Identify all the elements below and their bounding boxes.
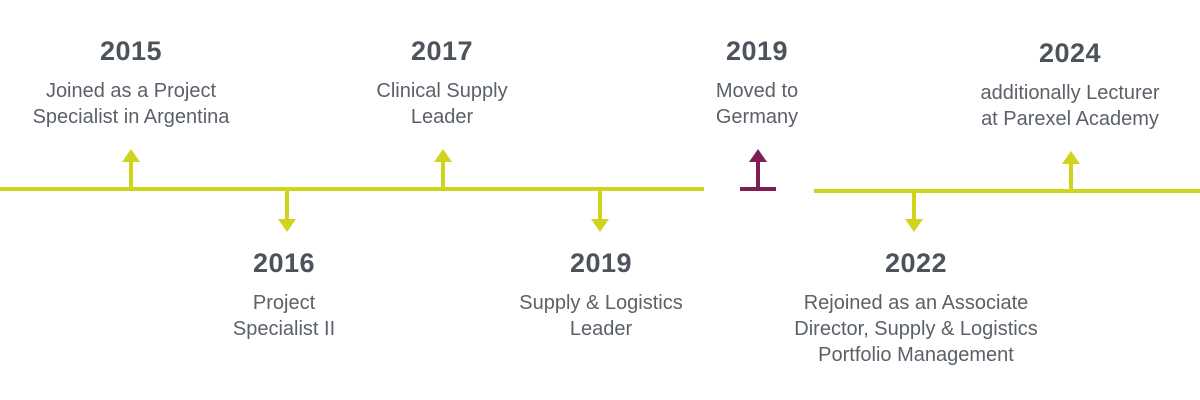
down-arrow-icon xyxy=(905,191,923,232)
event-year: 2022 xyxy=(884,248,948,278)
event-description: Rejoined as an Associate Director, Suppl… xyxy=(766,290,1066,368)
timeline-event-2022: 2022 Rejoined as an Associate Director, … xyxy=(766,248,1066,368)
event-description-line: Leader xyxy=(410,106,474,128)
event-description: Supply & Logistics Leader xyxy=(491,290,711,342)
event-description-line: at Parexel Academy xyxy=(981,108,1159,130)
timeline-event-2015: 2015 Joined as a Project Specialist in A… xyxy=(6,36,256,130)
event-description-line: Supply & Logistics xyxy=(519,292,683,314)
timeline-event-2019-germany: 2019 Moved to Germany xyxy=(677,36,837,130)
up-arrow-icon xyxy=(122,149,140,189)
down-arrow-icon xyxy=(278,189,296,232)
down-arrow-icon xyxy=(591,189,609,232)
event-description-line: Project xyxy=(252,292,316,314)
timeline-event-2017: 2017 Clinical Supply Leader xyxy=(342,36,542,130)
event-description-line: Clinical Supply xyxy=(376,80,508,102)
event-description-line: Joined as a Project xyxy=(45,80,217,102)
event-description: Moved to Germany xyxy=(677,78,837,130)
event-description-line: Portfolio Management xyxy=(818,344,1014,366)
event-year: 2024 xyxy=(1038,38,1102,68)
timeline-event-2024: 2024 additionally Lecturer at Parexel Ac… xyxy=(950,38,1190,132)
event-description-line: Moved to xyxy=(715,80,799,102)
event-year: 2019 xyxy=(569,248,633,278)
event-description-line: Director, Supply & Logistics xyxy=(794,318,1038,340)
event-description: Project Specialist II xyxy=(184,290,384,342)
event-description: Joined as a Project Specialist in Argent… xyxy=(6,78,256,130)
event-year: 2015 xyxy=(99,36,163,66)
event-year: 2019 xyxy=(725,36,789,66)
event-description-line: Specialist in Argentina xyxy=(32,106,230,128)
timeline-event-2016: 2016 Project Specialist II xyxy=(184,248,384,342)
event-description-line: Leader xyxy=(569,318,633,340)
up-arrow-icon xyxy=(1062,151,1080,191)
event-description: Clinical Supply Leader xyxy=(342,78,542,130)
relocation-marker-icon xyxy=(740,149,776,191)
event-description-line: Rejoined as an Associate xyxy=(803,292,1029,314)
event-year: 2016 xyxy=(252,248,316,278)
event-description-line: Specialist II xyxy=(232,318,336,340)
timeline-event-2019-supply: 2019 Supply & Logistics Leader xyxy=(491,248,711,342)
event-description-line: Germany xyxy=(715,106,799,128)
up-arrow-icon xyxy=(434,149,452,189)
event-description: additionally Lecturer at Parexel Academy xyxy=(950,80,1190,132)
event-description-line: additionally Lecturer xyxy=(980,82,1160,104)
event-year: 2017 xyxy=(410,36,474,66)
